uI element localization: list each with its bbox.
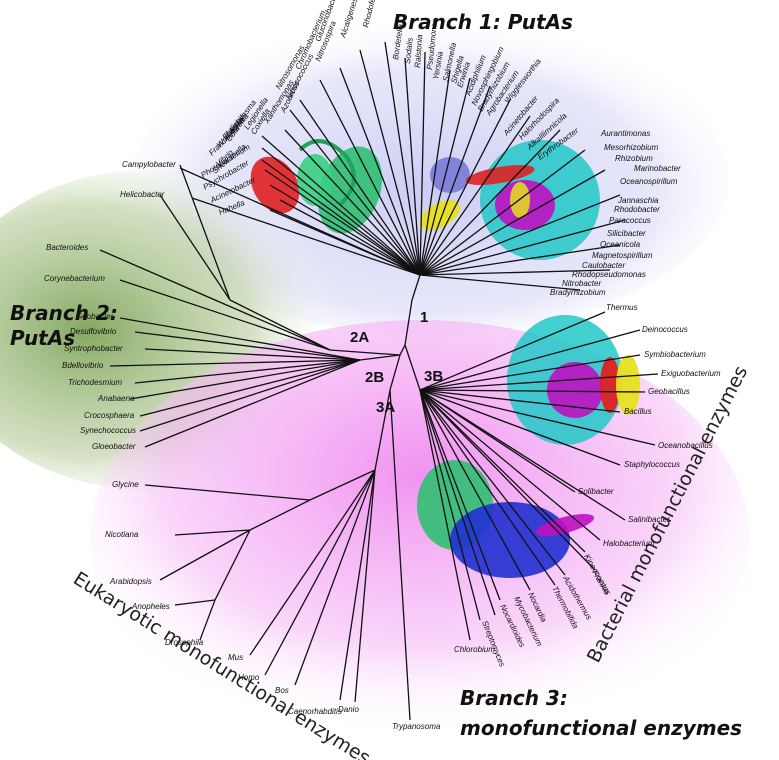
taxon-label: Rhodopseudomonas (572, 270, 646, 279)
taxon-label: Mus (228, 653, 243, 662)
helix-yellow-3 (616, 355, 640, 415)
helix-red-1 (250, 156, 300, 214)
taxon-label: Rhodobacter (614, 205, 660, 214)
branch2-title-line1: Branch 2: (10, 301, 118, 325)
branch2-title-line2: PutAs (10, 326, 75, 350)
taxon-label: Halobacterium (603, 539, 655, 548)
taxon-label: Oceanobacillus (658, 441, 713, 450)
branch3-bact-lines (419, 311, 659, 641)
taxon-label: Arabidopsis (109, 577, 152, 586)
taxon-label: Solibacter (578, 487, 614, 496)
taxon-label: Syntrophobacter (64, 344, 123, 353)
taxon-label: Oceanicola (600, 240, 641, 249)
taxon-label: Anopheles (131, 602, 170, 611)
branch2-labels: Bacteroides Corynebacterium Geobacter De… (44, 243, 136, 451)
taxon-label: Jannaschia (617, 196, 659, 205)
taxon-label: Bdellovibrio (62, 361, 104, 370)
helix-red-3 (600, 357, 620, 413)
clade-label-1: 1 (420, 309, 428, 326)
taxon-label: Nicotiana (105, 530, 139, 539)
taxon-label: Rhizobium (615, 154, 653, 163)
protein-structure-bottom (417, 460, 595, 578)
taxon-label: Symbiobacterium (644, 350, 706, 359)
protein-structure-right-top (420, 140, 600, 260)
branch2-lines (99, 164, 361, 448)
branch1-lines (179, 41, 626, 291)
branch-titles: Branch 1: PutAs Branch 2: PutAs Branch 3… (10, 10, 742, 740)
taxon-label: Oceanospirillum (620, 177, 678, 186)
helix-green-2 (297, 154, 333, 206)
taxon-label: Magnetospirillum (592, 251, 653, 260)
branch1-title: Branch 1: PutAs (393, 10, 573, 34)
taxon-label: Helicobacter (120, 190, 165, 199)
clade-label-3b: 3B (424, 368, 443, 385)
taxon-label: Geobacillus (648, 387, 690, 396)
taxon-label: Sodalis (403, 37, 415, 64)
clade-label-2b: 2B (365, 369, 384, 386)
taxon-label: Desulfovibrio (70, 327, 117, 336)
tree-backbone (214, 274, 421, 601)
taxon-label: Ralstonia (413, 34, 424, 68)
taxon-label: Danio (338, 705, 359, 714)
clade-labels: 1 2A 2B 3A 3B (350, 309, 443, 416)
taxon-label: Mesorhizobium (604, 143, 659, 152)
taxon-label: Marinobacter (634, 164, 681, 173)
taxon-label: Exiguobacterium (661, 369, 721, 378)
taxon-label: Homo (238, 673, 260, 682)
taxon-label: Caulobacter (582, 261, 625, 270)
taxon-label: Bradyrhizobium (550, 288, 606, 297)
taxon-label: Gloeobacter (92, 442, 136, 451)
taxon-label: Glycine (112, 480, 139, 489)
taxon-label: Nitrobacter (562, 279, 601, 288)
coil-green (298, 139, 356, 207)
taxon-label: Chlorobium (454, 645, 495, 654)
branch3-title-line1: Branch 3: (460, 686, 568, 710)
taxon-label: Trichodesmium (68, 378, 122, 387)
taxon-label: Caenorhabditis (288, 707, 342, 716)
taxon-label: Crocosphaera (84, 411, 135, 420)
branch3-euk-lines (144, 389, 411, 721)
sheet-magenta-2 (547, 362, 603, 418)
clade-label-3a: 3A (376, 399, 395, 416)
sheet-magenta-3 (535, 514, 595, 536)
taxon-label: Corynebacterium (44, 274, 105, 283)
taxon-label: Geobacter (76, 312, 114, 321)
taxon-label: Paracoccus (609, 216, 651, 225)
branch3-title-line2: monofunctional enzymes (460, 716, 742, 740)
taxon-label: Drosophila (165, 638, 204, 647)
taxon-label: Aurantimonas (600, 129, 650, 138)
taxon-label: Bacteroides (46, 243, 88, 252)
domain-blue (450, 502, 570, 578)
taxon-label: Staphylococcus (624, 460, 680, 469)
taxon-label: Synechococcus (80, 426, 136, 435)
taxon-label: Bos (275, 686, 289, 695)
taxon-label: Thermus (606, 303, 638, 312)
taxon-label: Deinococcus (642, 325, 688, 334)
taxon-label: Campylobacter (122, 160, 176, 169)
taxon-label: Silicibacter (607, 229, 646, 238)
taxon-label: Salinibacter (628, 515, 670, 524)
clade-label-2a: 2A (350, 329, 369, 346)
branch3-euk-labels: Glycine Nicotiana Arabidopsis Anopheles … (105, 480, 441, 731)
helix-red-2 (465, 165, 535, 185)
taxon-label: Trypanosoma (392, 722, 441, 731)
taxon-label: Bacillus (624, 407, 652, 416)
taxon-label: Anabaena (97, 394, 135, 403)
